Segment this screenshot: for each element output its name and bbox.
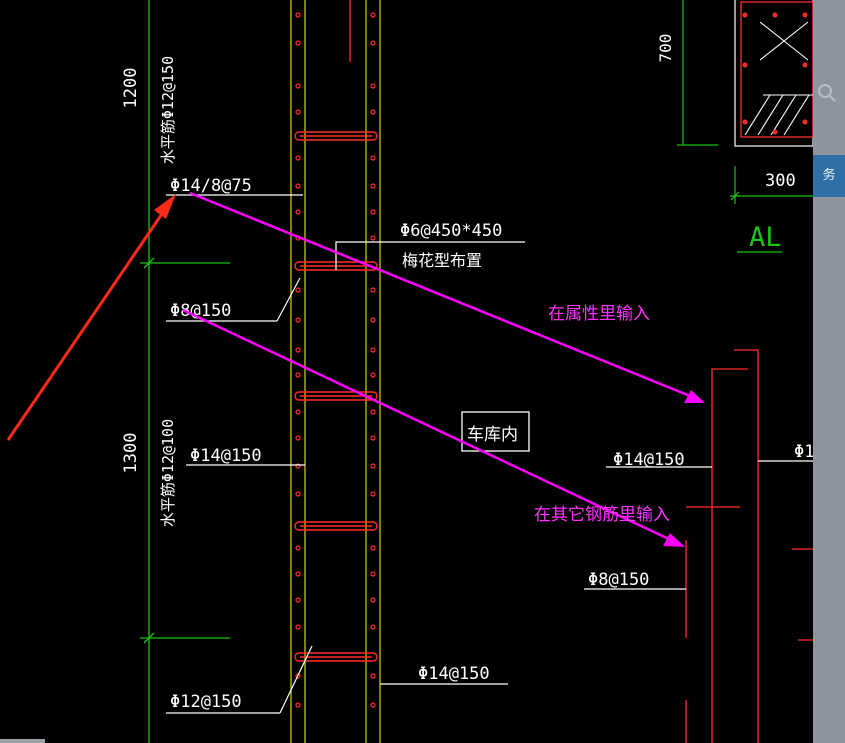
rebar-labels: Φ14/8@75 Φ6@450*450 梅花型布置 Φ8@150 Φ14@150… bbox=[170, 176, 813, 712]
annotation-other-rebar-input: 在其它钢筋里输入 bbox=[534, 505, 670, 525]
annotation-arrow-attribute bbox=[189, 191, 705, 403]
label-phi6-450x450: Φ6@450*450 bbox=[400, 221, 502, 241]
garage-label: 车库内 bbox=[467, 425, 518, 445]
label-phi-cut: Φ1 bbox=[794, 442, 813, 462]
label-phi14-8-at75: Φ14/8@75 bbox=[170, 176, 252, 196]
leader-lines bbox=[166, 194, 525, 714]
label-phi8-at150-left: Φ8@150 bbox=[170, 301, 231, 321]
right-wall-section bbox=[584, 349, 813, 743]
vertical-rebar-dots bbox=[295, 12, 376, 708]
dimension-1200: 1200 bbox=[121, 68, 141, 109]
column-section bbox=[677, 0, 813, 253]
al-label: AL bbox=[749, 222, 782, 253]
label-phi12-at150: Φ12@150 bbox=[170, 692, 242, 712]
label-phi14-at150-left: Φ14@150 bbox=[190, 446, 262, 466]
search-icon[interactable] bbox=[816, 82, 838, 104]
garage-label-box bbox=[461, 411, 530, 452]
horizontal-bar-upper-label: 水平筋Φ12@150 bbox=[159, 56, 177, 164]
dimension-300: 300 bbox=[765, 171, 796, 191]
cad-drawing: 1200 1300 水平筋Φ12@150 水平筋Φ12@100 bbox=[0, 0, 813, 743]
horizontal-bar-lower-label: 水平筋Φ12@100 bbox=[159, 419, 177, 527]
annotation-arrow-other-rebar bbox=[182, 308, 685, 547]
annotation-attribute-input: 在属性里输入 bbox=[548, 304, 650, 324]
side-panel-tab[interactable]: 务 bbox=[813, 155, 845, 197]
label-phi14-at150-right: Φ14@150 bbox=[613, 450, 685, 470]
label-plum-blossom-layout: 梅花型布置 bbox=[402, 251, 482, 270]
red-pointer-arrow bbox=[6, 194, 176, 441]
dimension-700: 700 bbox=[656, 34, 675, 63]
label-phi14-at150-bottom: Φ14@150 bbox=[418, 664, 490, 684]
bottom-left-strip bbox=[0, 739, 45, 743]
side-panel: 务 bbox=[813, 0, 845, 743]
top-rebar-lines bbox=[335, 0, 351, 270]
label-phi8-at150-right: Φ8@150 bbox=[588, 570, 649, 590]
dimension-1300: 1300 bbox=[121, 433, 141, 474]
stirrups bbox=[294, 131, 378, 662]
wall-outline bbox=[290, 0, 381, 743]
dimension-line-left bbox=[140, 0, 230, 743]
